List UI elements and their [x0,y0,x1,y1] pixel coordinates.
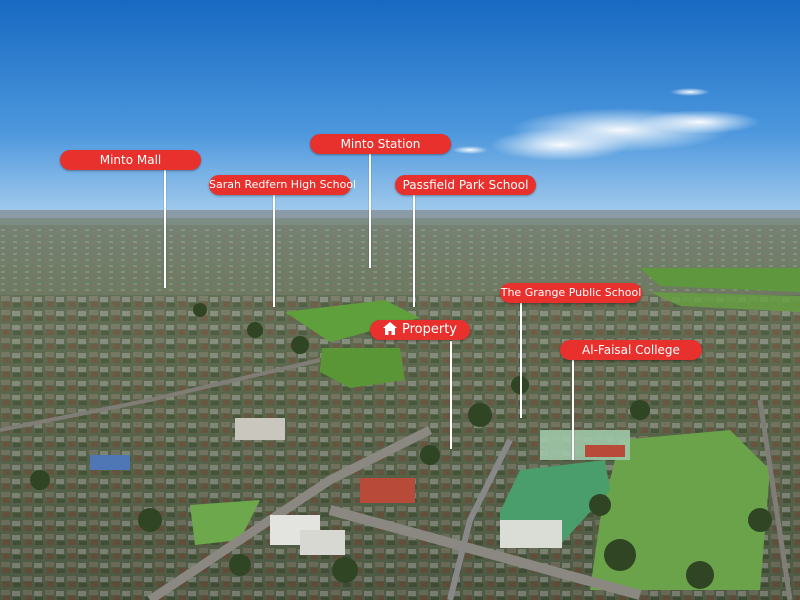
property-label-text: Property [401,322,457,337]
pin-minto-mall [164,170,166,288]
label-minto-station: Minto Station [310,134,451,154]
pin-passfield-park [413,195,415,307]
pin-grange-public [520,302,522,418]
label-passfield-park: Passfield Park School [395,175,536,195]
label-minto-mall: Minto Mall [60,150,201,170]
label-property: Property [370,320,470,340]
pin-property [450,341,452,449]
pin-sarah-redfern [273,195,275,307]
pin-al-faisal [572,360,574,460]
label-al-faisal: Al-Faisal College [560,340,702,360]
pin-minto-station [369,154,371,268]
label-sarah-redfern: Sarah Redfern High School [209,175,356,195]
house-icon [382,321,397,335]
label-grange-public: The Grange Public School [500,283,642,303]
